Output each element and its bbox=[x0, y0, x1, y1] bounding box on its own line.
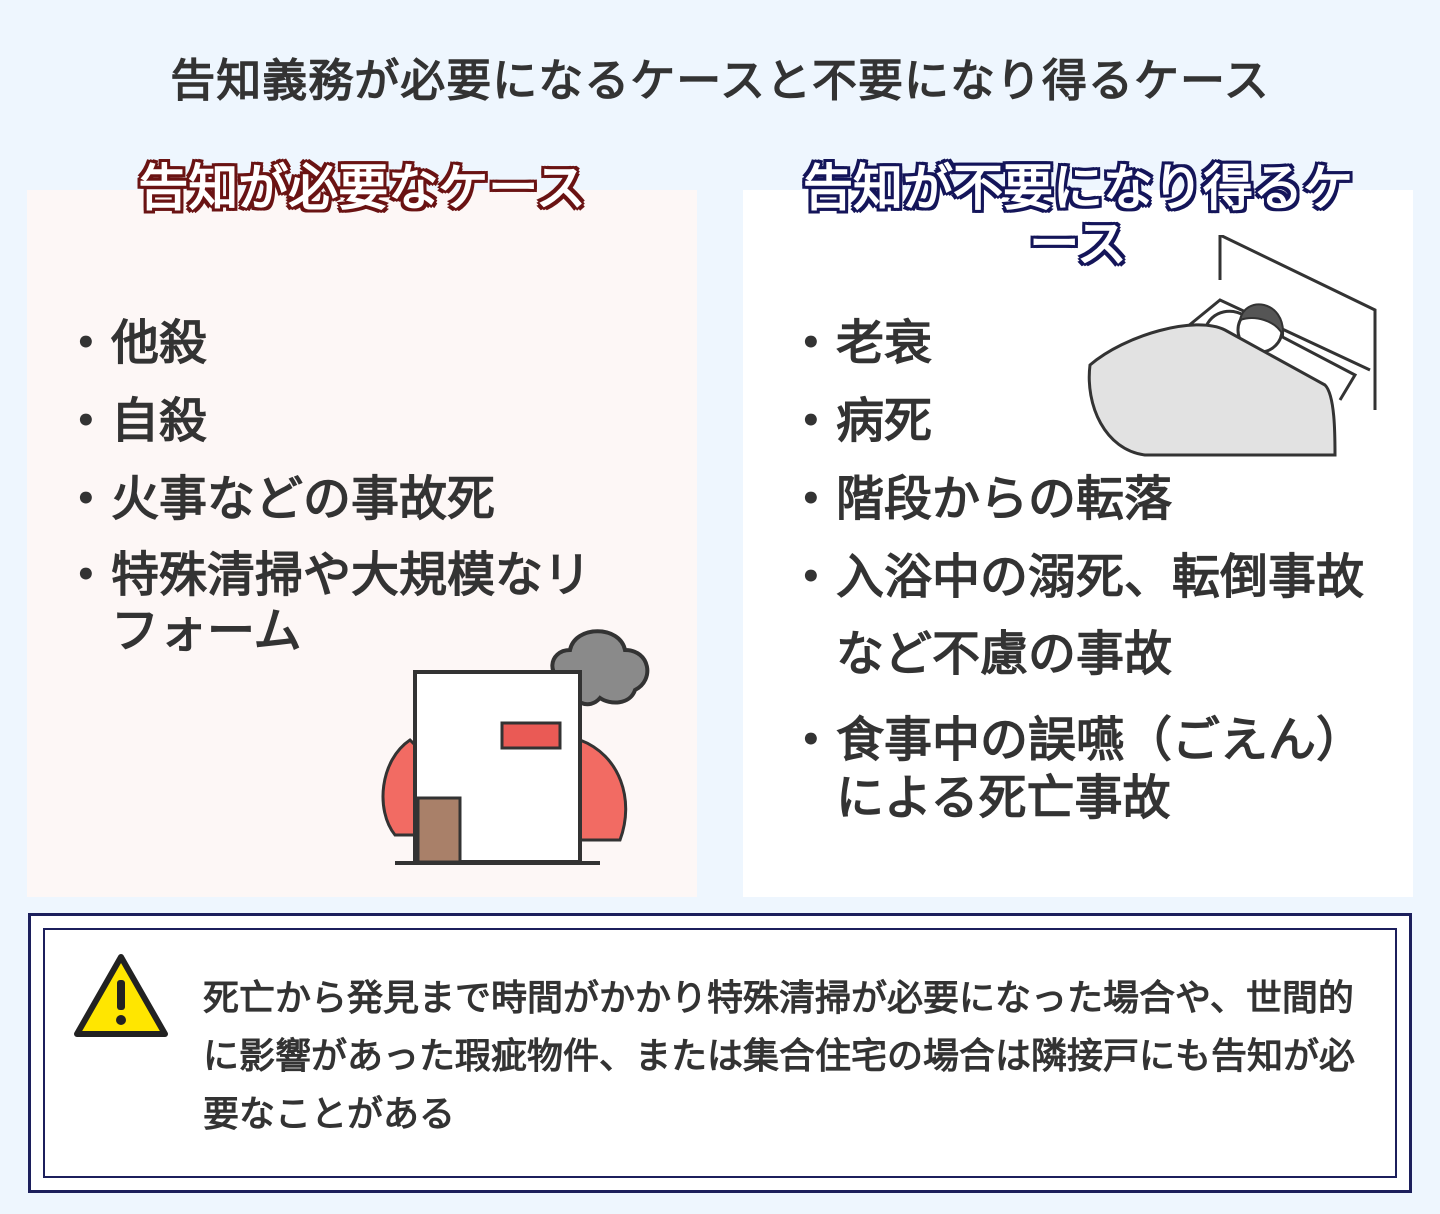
list-item: 他殺 bbox=[75, 313, 635, 373]
list-item: 老衰 bbox=[800, 313, 1400, 373]
required-cases-list: 他殺 自殺 火事などの事故死 特殊清掃や大規模なリフォーム bbox=[75, 313, 635, 677]
notice-box: 死亡から発見まで時間がかかり特殊清掃が必要になった場合や、世間的に影響があった瑕… bbox=[28, 913, 1412, 1193]
list-item: 特殊清掃や大規模なリフォーム bbox=[75, 547, 635, 659]
burning-building-illustration bbox=[381, 629, 650, 865]
required-cases-heading: 告知が必要なケース bbox=[138, 159, 586, 217]
warning-icon bbox=[74, 954, 168, 1037]
notice-text: 死亡から発見まで時間がかかり特殊清掃が必要になった場合や、世間的に影響があった瑕… bbox=[203, 978, 1356, 1135]
not-required-cases-list: 老衰 病死 階段からの転落 入浴中の溺死、転倒事故など不慮の事故 食事中の誤嚥（… bbox=[800, 313, 1400, 845]
list-item: 入浴中の溺死、転倒事故など不慮の事故 bbox=[800, 539, 1400, 693]
list-item: 火事などの事故死 bbox=[75, 469, 635, 529]
notice-inner-border: 死亡から発見まで時間がかかり特殊清掃が必要になった場合や、世間的に影響があった瑕… bbox=[43, 928, 1397, 1178]
list-item: 食事中の誤嚥（ごえん）による死亡事故 bbox=[800, 711, 1400, 827]
page-title: 告知義務が必要になるケースと不要になり得るケース bbox=[170, 54, 1270, 107]
heading-text: 告知が不要になり得るケース bbox=[803, 159, 1353, 273]
list-item: 病死 bbox=[800, 391, 1400, 451]
not-required-cases-heading: 告知が不要になり得るケース bbox=[798, 160, 1358, 272]
list-item: 自殺 bbox=[75, 391, 635, 451]
list-item: 階段からの転落 bbox=[800, 469, 1400, 529]
